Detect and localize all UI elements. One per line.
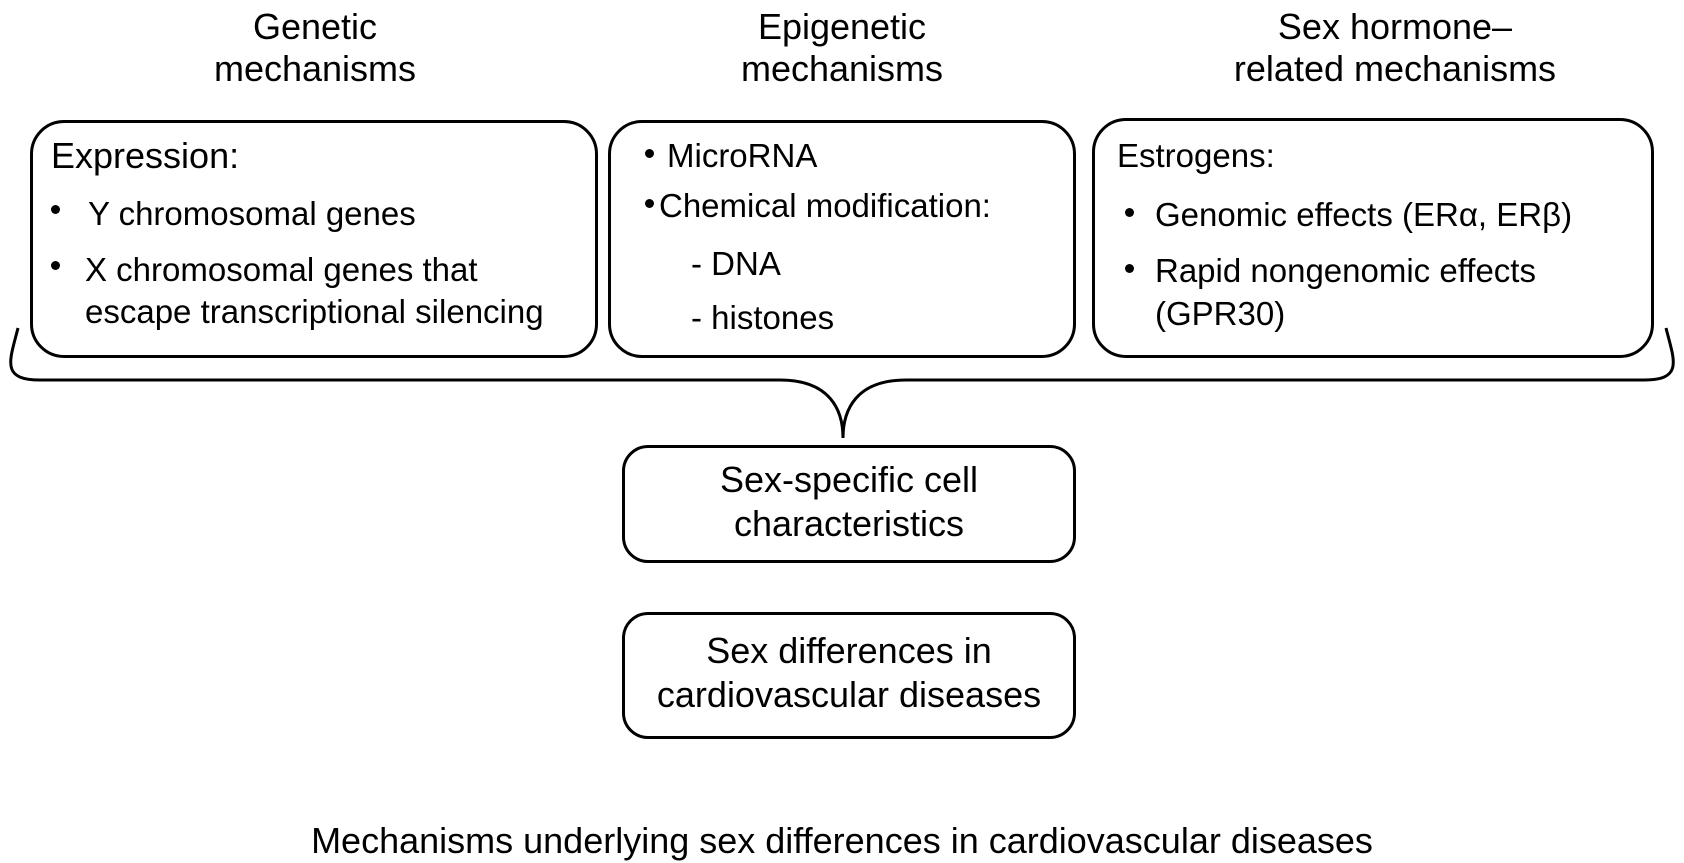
estrogens-label: Estrogens: bbox=[1117, 137, 1275, 174]
epigenetic-subitem-histones: - histones bbox=[691, 299, 835, 336]
bullet-icon bbox=[51, 261, 60, 270]
figure-caption: Mechanisms underlying sex differences in… bbox=[311, 820, 1373, 861]
heading-genetic: Genetic mechanisms bbox=[213, 6, 417, 89]
epigenetic-subitem-dna: - DNA bbox=[691, 245, 781, 282]
hormone-item-nongenomic-effects-cont: (GPR30) bbox=[1155, 295, 1286, 332]
outcome-line-1: Sex differences in bbox=[706, 630, 992, 671]
expression-label: Expression: bbox=[51, 135, 240, 176]
heading-epigenetic: Epigenetic mechanisms bbox=[740, 6, 944, 89]
sex-specific-cell-characteristics-box: Sex-specific cell characteristics bbox=[622, 445, 1076, 563]
cardiovascular-sex-differences-box: Sex differences in cardiovascular diseas… bbox=[622, 612, 1076, 739]
sex-hormone-mechanisms-box: Estrogens: Genomic effects (ERα, ERβ) Ra… bbox=[1092, 118, 1654, 358]
genetic-item-x-genes-cont: escape transcriptional silencing bbox=[85, 293, 544, 330]
genetic-item-x-genes: X chromosomal genes that bbox=[85, 251, 478, 288]
heading-sex-hormone: Sex hormone– related mechanisms bbox=[1233, 6, 1557, 89]
bullet-icon bbox=[1125, 208, 1134, 217]
epigenetic-item-chemical-modification: Chemical modification: bbox=[659, 187, 991, 224]
bullet-icon bbox=[645, 149, 654, 158]
outcome-line-2: cardiovascular diseases bbox=[656, 674, 1042, 715]
bullet-icon bbox=[51, 205, 60, 214]
epigenetic-item-microrna: MicroRNA bbox=[667, 137, 818, 174]
bullet-icon bbox=[1125, 264, 1134, 273]
genetic-mechanisms-box: Expression: Y chromosomal genes X chromo… bbox=[30, 120, 598, 358]
result-line-2: characteristics bbox=[733, 503, 965, 544]
hormone-item-genomic-effects: Genomic effects (ERα, ERβ) bbox=[1155, 196, 1573, 233]
curly-brace-connector bbox=[9, 327, 1675, 439]
hormone-item-nongenomic-effects: Rapid nongenomic effects bbox=[1155, 252, 1536, 289]
epigenetic-mechanisms-box: MicroRNA Chemical modification: - DNA - … bbox=[608, 120, 1076, 358]
result-line-1: Sex-specific cell bbox=[719, 459, 979, 500]
genetic-item-y-genes: Y chromosomal genes bbox=[88, 195, 416, 232]
bullet-icon bbox=[645, 199, 654, 208]
